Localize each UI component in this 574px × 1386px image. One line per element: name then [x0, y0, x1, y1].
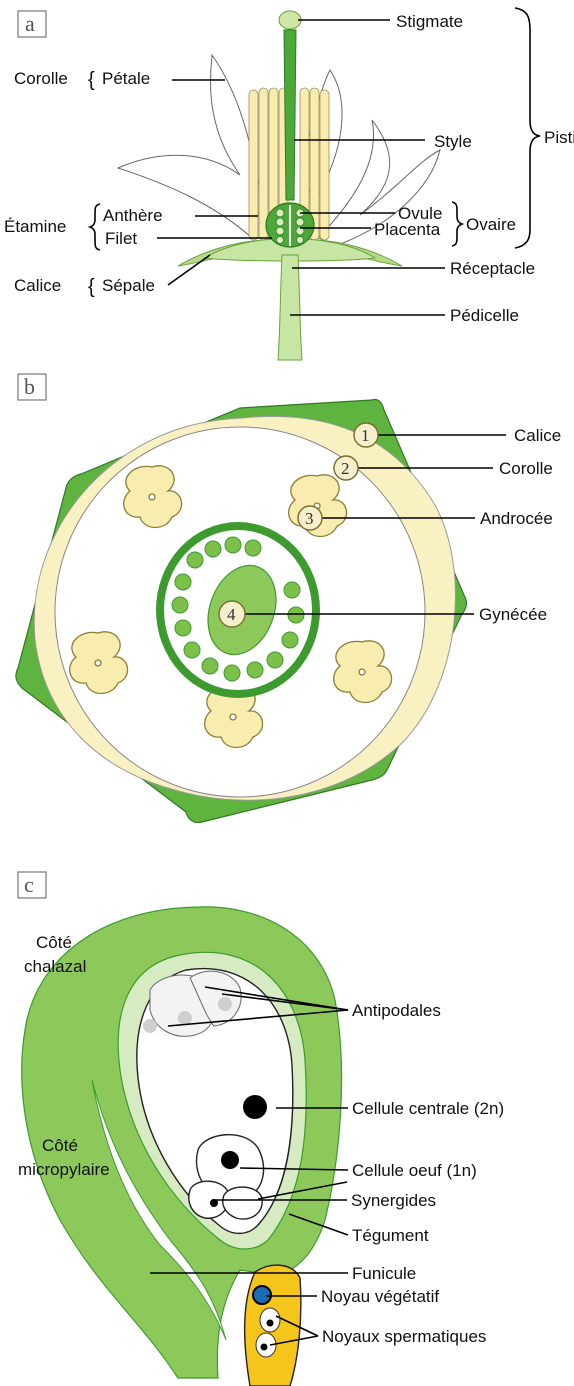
label-antipodales: Antipodales — [352, 1001, 441, 1020]
label-noyaux-spermatiques: Noyaux spermatiques — [322, 1327, 486, 1346]
ovaire-brace — [452, 202, 462, 246]
callout-2: 2 — [334, 456, 358, 480]
label-funicule: Funicule — [352, 1264, 416, 1283]
label-cellule-centrale: Cellule centrale (2n) — [352, 1099, 504, 1118]
svg-text:{: { — [88, 276, 95, 298]
label-anthere: Anthère — [103, 206, 163, 225]
panel-c: c — [18, 872, 504, 1386]
etamine-brace — [90, 204, 100, 250]
label-gynecee: Gynécée — [479, 605, 547, 624]
label-pistil: Pistil — [544, 128, 574, 147]
panel-c-letter: c — [24, 872, 34, 897]
pistil-brace — [515, 8, 540, 248]
central-cell-nucleus — [243, 1095, 267, 1119]
label-corolle-b: Corolle — [499, 459, 553, 478]
callout-4: 4 — [219, 601, 245, 627]
label-pedicelle: Pédicelle — [450, 306, 519, 325]
label-cote-micropylaire-1: Côté — [42, 1136, 78, 1155]
label-cote-micropylaire-2: micropylaire — [18, 1160, 110, 1179]
label-calice-b: Calice — [514, 426, 561, 445]
label-placenta: Placenta — [374, 220, 441, 239]
style-shape — [284, 30, 296, 200]
label-petale: Pétale — [102, 69, 150, 88]
label-cote-chalazal-1: Côté — [36, 933, 72, 952]
label-cellule-oeuf: Cellule oeuf (1n) — [352, 1161, 477, 1180]
vegetative-nucleus — [253, 1286, 271, 1304]
label-stigmate: Stigmate — [396, 12, 463, 31]
label-calice: Calice — [14, 276, 61, 295]
label-cote-chalazal-2: chalazal — [24, 957, 86, 976]
panel-a-letter: a — [25, 11, 35, 36]
svg-text:{: { — [88, 69, 95, 91]
label-filet: Filet — [105, 229, 137, 248]
svg-text:1: 1 — [361, 426, 370, 445]
svg-text:4: 4 — [227, 605, 236, 624]
panel-a: a — [4, 8, 574, 360]
label-androcee: Androcée — [480, 509, 553, 528]
panel-b: b — [16, 374, 561, 823]
egg-apparatus — [189, 1135, 264, 1219]
panel-b-letter: b — [24, 374, 35, 399]
svg-text:3: 3 — [305, 509, 314, 528]
stigma-shape — [279, 11, 301, 29]
label-sepale: Sépale — [102, 276, 155, 295]
egg-nucleus — [221, 1151, 239, 1169]
label-ovaire: Ovaire — [466, 215, 516, 234]
label-corolle: Corolle — [14, 69, 68, 88]
label-style: Style — [434, 132, 472, 151]
label-etamine: Étamine — [4, 217, 66, 236]
callout-3: 3 — [298, 506, 322, 530]
label-synergides: Synergides — [351, 1191, 436, 1210]
pedicel-shape — [278, 255, 302, 360]
label-receptacle: Réceptacle — [450, 259, 535, 278]
label-tegument: Tégument — [352, 1226, 429, 1245]
label-noyau-vegetatif: Noyau végétatif — [321, 1287, 439, 1306]
callout-1: 1 — [354, 423, 378, 447]
svg-text:2: 2 — [341, 459, 350, 478]
